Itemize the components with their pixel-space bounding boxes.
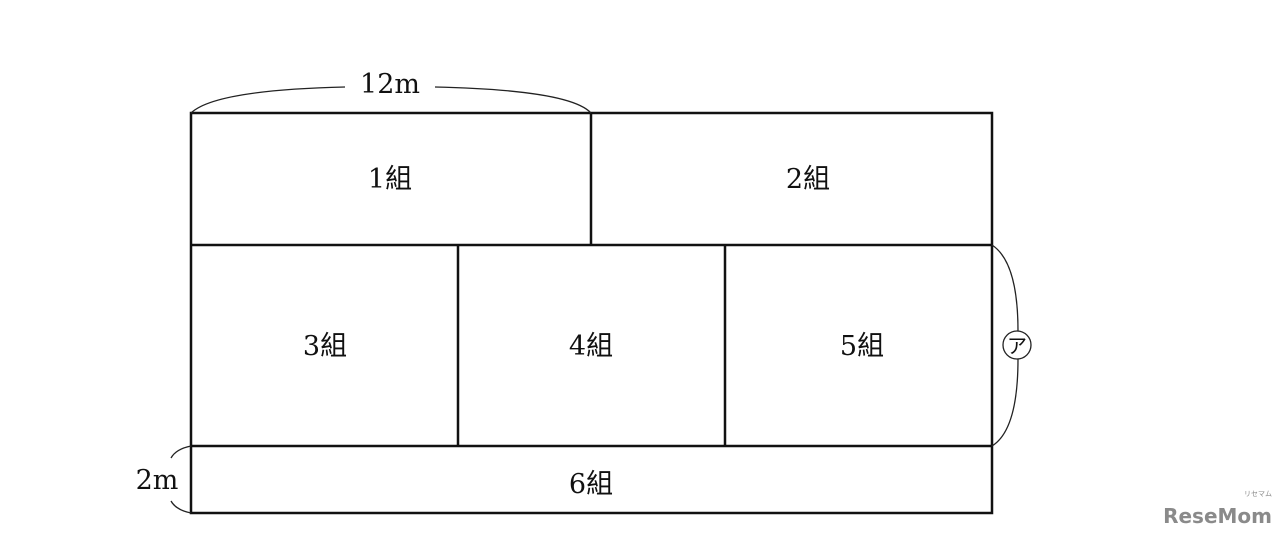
left-brace-top	[170, 445, 192, 459]
region-6-label: 6組	[569, 469, 613, 500]
region-2-label: 2組	[786, 164, 830, 195]
top-brace-left	[190, 86, 346, 114]
top-brace-right	[434, 86, 592, 114]
bottom-height-label: 2m	[136, 465, 179, 496]
left-brace-bottom	[170, 500, 192, 514]
unknown-marker-circle	[1002, 330, 1032, 360]
watermark-subtext: リセマム	[1244, 490, 1272, 498]
unknown-height-label: ア	[1007, 334, 1027, 358]
watermark-logo: ReseMom	[1163, 504, 1272, 528]
right-brace-bottom	[991, 358, 1019, 447]
region-4-label: 4組	[569, 331, 613, 362]
region-3-label: 3組	[303, 331, 347, 362]
region-1-label: 1組	[368, 164, 412, 195]
region-5-label: 5組	[840, 331, 884, 362]
right-brace-top	[991, 244, 1019, 332]
top-width-label: 12m	[360, 69, 420, 100]
